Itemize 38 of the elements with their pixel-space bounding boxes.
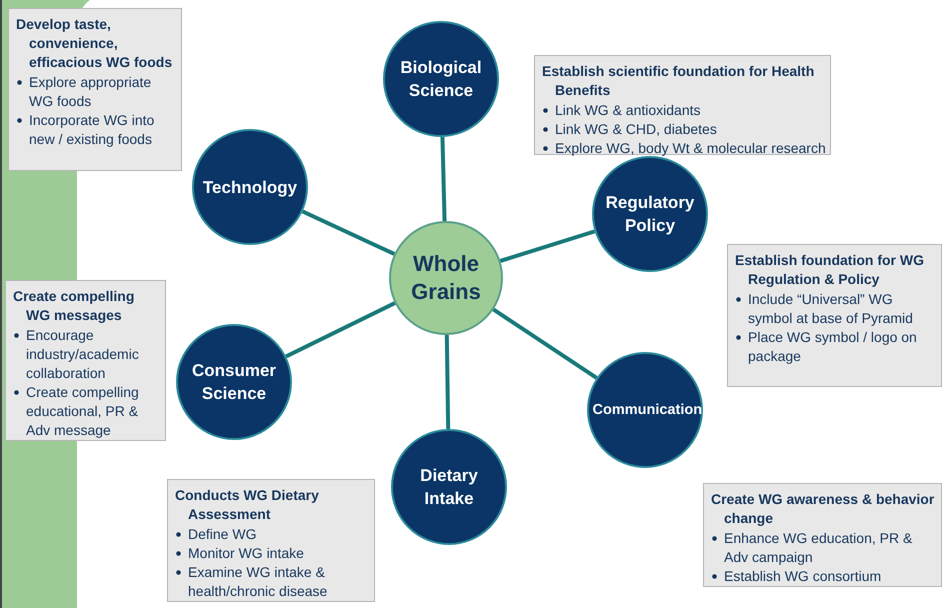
card-heading: Create compelling WG messages <box>13 287 136 325</box>
bullet-item: Explore appropriate WG foods <box>29 74 152 109</box>
bullet-item: Examine WG intake & health/chronic disease <box>188 564 328 599</box>
connector-line <box>302 210 396 256</box>
card-heading: Create WG awareness & behavior change <box>711 490 936 528</box>
card-heading: Develop taste, convenience, efficacious WG foods <box>16 15 174 72</box>
connector-line <box>440 136 447 222</box>
card-heading: Establish scientific foundation for Health Benefits <box>542 62 816 100</box>
bullet-item: Enhance WG education, PR & Adv campaign <box>724 530 912 565</box>
connector-line <box>492 308 598 380</box>
connector-line <box>285 301 396 358</box>
bullet-item: Incorporate WG into new / existing foods <box>29 112 154 147</box>
connector-line <box>444 334 450 430</box>
bullet-item: Link WG & CHD, diabetes <box>555 121 717 137</box>
circle-label: Dietary Intake <box>419 465 479 510</box>
circle-label: Consumer Science <box>190 360 278 405</box>
connector-line <box>500 229 596 263</box>
bullet-item: Create compelling educational, PR & Adv message <box>26 384 139 438</box>
bullet-item: Encourage industry/academic collaboration <box>26 327 139 381</box>
circle-label: Regulatory Policy <box>604 192 696 237</box>
bullet-item: Define WG <box>188 526 256 542</box>
bullet-item: Establish WG consortium <box>724 568 882 584</box>
circle-label: Whole Grains <box>410 250 482 306</box>
note-card <box>727 244 942 387</box>
bullet-item: Include “Universal” WG symbol at base of Pyramid <box>748 291 913 326</box>
circle-label: Biological Science <box>399 57 483 102</box>
note-card <box>534 55 831 155</box>
note-card <box>5 280 166 441</box>
note-card <box>8 8 182 171</box>
circle-label: Technology <box>202 176 298 198</box>
bullet-item: Explore WG, body Wt & molecular research <box>555 140 826 156</box>
bullet-item: Link WG & antioxidants <box>555 102 701 118</box>
bullet-item: Monitor WG intake <box>188 545 304 561</box>
card-heading: Conducts WG Dietary Assessment <box>175 486 320 524</box>
note-card <box>703 483 942 587</box>
note-card <box>167 479 375 602</box>
bullet-item: Place WG symbol / logo on package <box>748 329 917 364</box>
card-heading: Establish foundation for WG Regulation & Policy <box>735 251 925 289</box>
